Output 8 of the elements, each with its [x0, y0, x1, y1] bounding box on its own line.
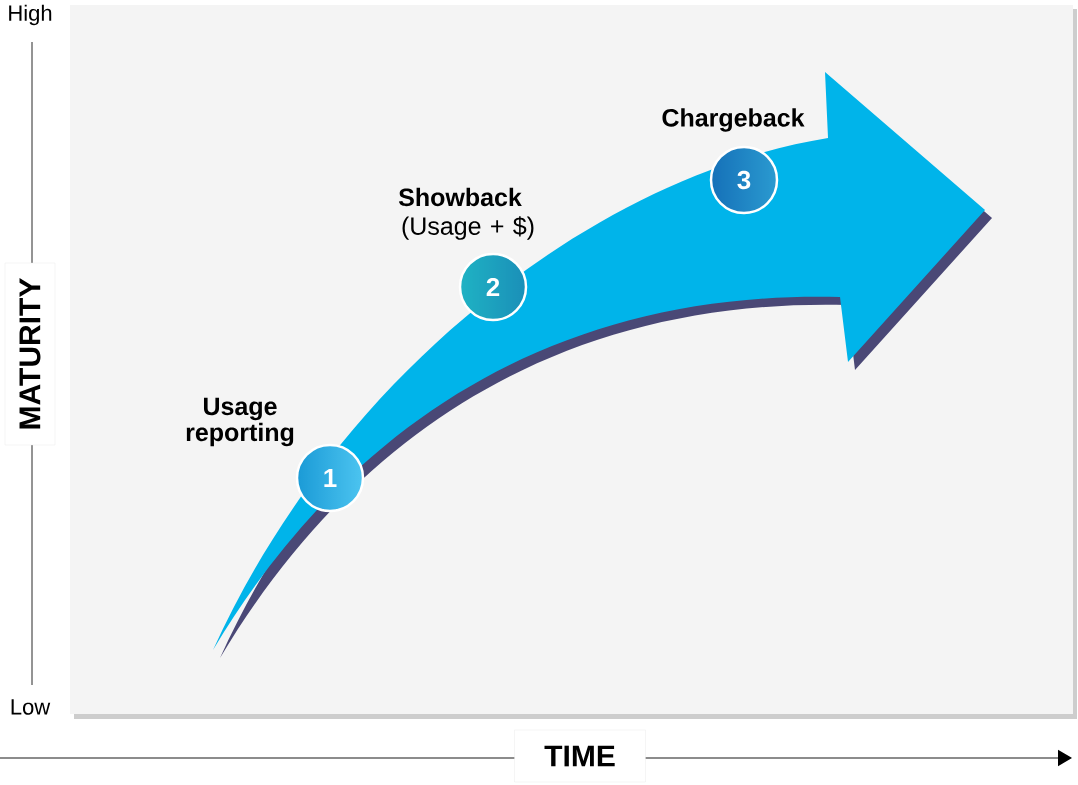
- step-label: Chargeback: [662, 108, 805, 132]
- step-label: Showback: [398, 187, 522, 207]
- axis-title: MATURITY: [4, 262, 56, 446]
- axis-title: TIME: [514, 729, 646, 783]
- step-label: (Usage + $): [402, 216, 534, 240]
- step-label: Usage reporting: [186, 397, 294, 447]
- axis-label: High: [9, 4, 52, 26]
- axis-label: Low: [11, 699, 51, 715]
